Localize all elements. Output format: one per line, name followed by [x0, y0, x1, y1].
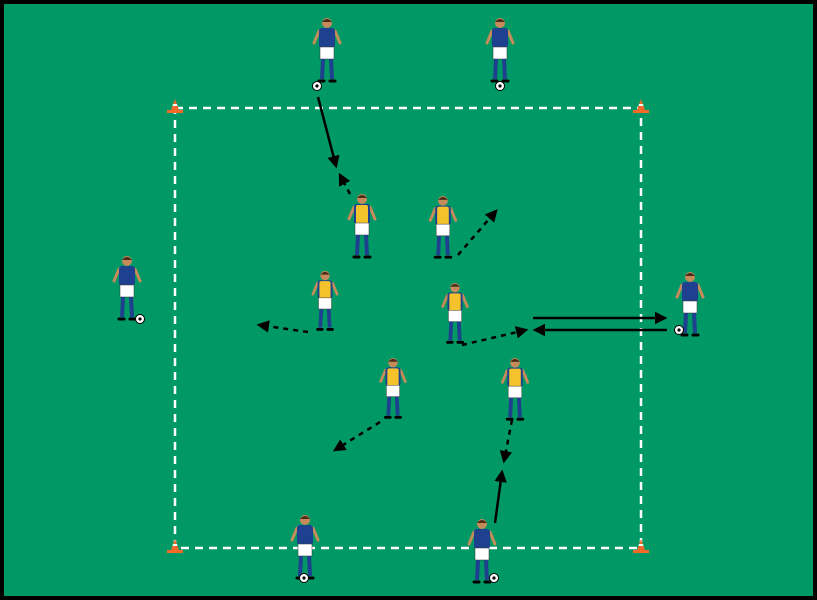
- ball-icon: [135, 314, 145, 324]
- ball-icon: [489, 573, 499, 583]
- run-arrow: [461, 326, 529, 347]
- run-arrow: [338, 172, 352, 195]
- run-arrow: [332, 420, 381, 452]
- grid-area: [173, 106, 643, 550]
- ball-icon: [312, 81, 322, 91]
- ball-icon: [495, 81, 505, 91]
- run-arrow: [499, 419, 514, 464]
- ball-icon: [674, 325, 684, 335]
- pitch-surface: [4, 4, 813, 596]
- pass-arrow: [316, 96, 340, 169]
- pass-arrow: [493, 469, 507, 524]
- ball-icon: [299, 573, 309, 583]
- run-arrow: [256, 320, 309, 334]
